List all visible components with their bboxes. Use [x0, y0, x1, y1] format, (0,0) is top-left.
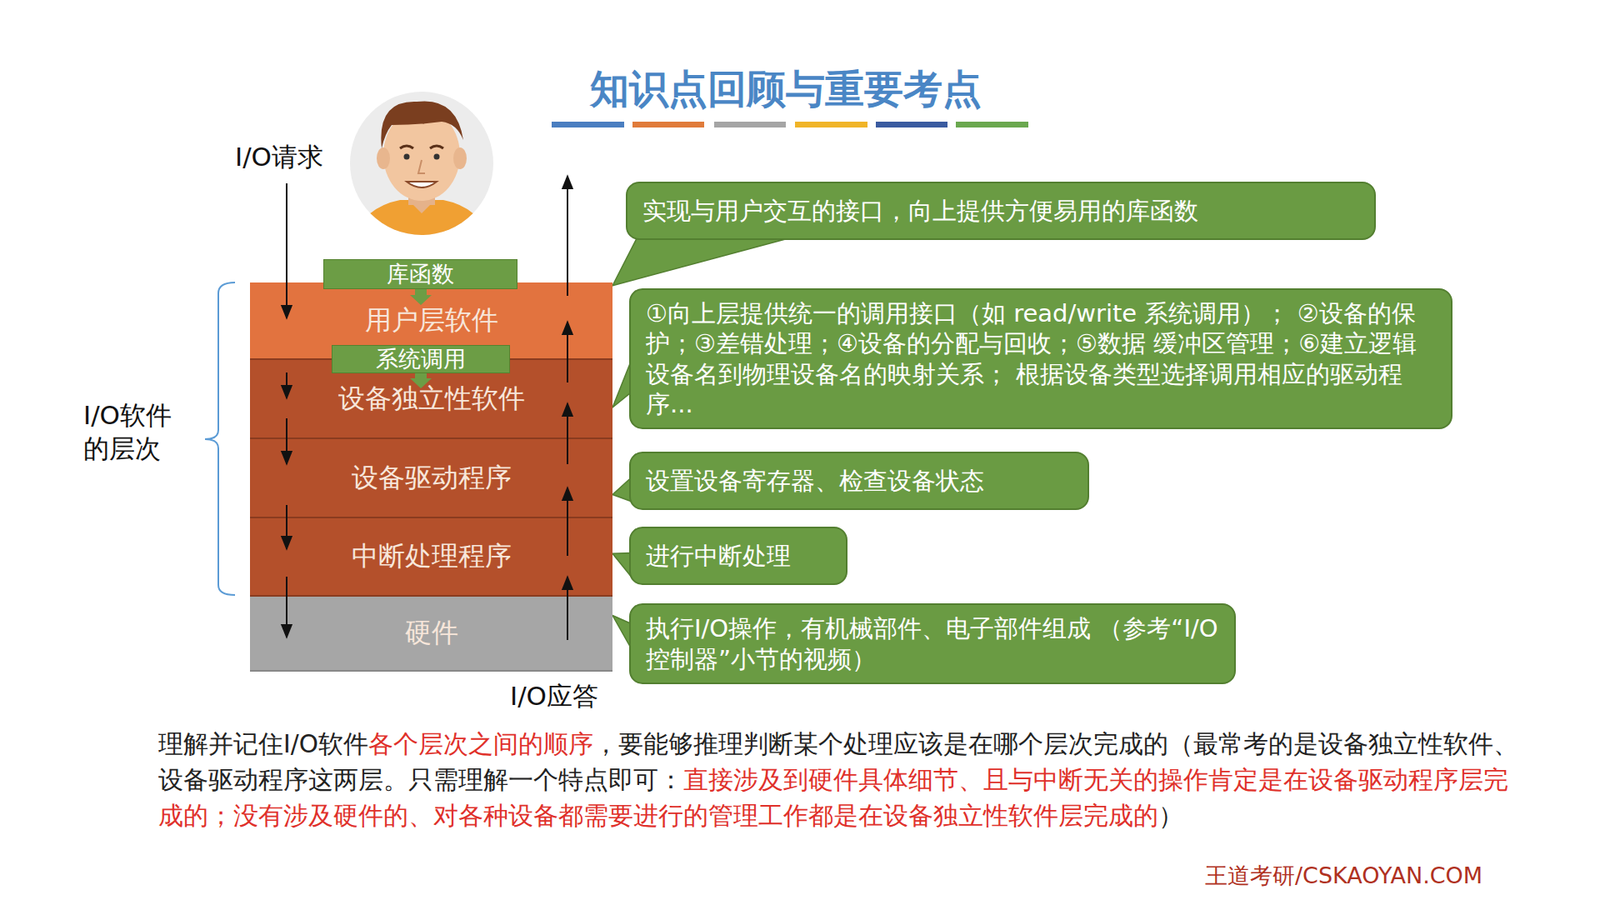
watermark: 王道考研/CSKAOYAN.COM: [1205, 860, 1483, 890]
node-text-stack: 进行中断处理: [645, 540, 791, 571]
node-text-stack: 设备独立性软件: [338, 380, 525, 418]
node-text-stack: 系统调用: [375, 344, 466, 375]
callout-box: ①向上层提供统一的调用接口（如 read/write 系统调用）； ②设备的保护…: [629, 288, 1453, 430]
node-text-stack: 实现与用户交互的接口，向上提供方便易用的库函数: [642, 195, 1199, 226]
response-label: I/O应答: [510, 679, 599, 713]
note-text: 理解并记住I/O软件: [158, 730, 369, 759]
note-paragraph: 理解并记住I/O软件各个层次之间的顺序，要能够推理判断某个处理应该是在哪个层次完…: [158, 726, 1525, 835]
node-text-stack: ①向上层提供统一的调用接口（如 read/write 系统调用）； ②设备的保护…: [645, 298, 1436, 420]
node-text-stack: 中断处理程序: [351, 538, 512, 575]
slide-title: 知识点回顾与重要考点: [0, 63, 1572, 116]
layer-name: 系统调用: [375, 344, 466, 375]
layer-name: 库函数: [386, 259, 455, 290]
callout-text: 设置设备寄存器、检查设备状态: [645, 465, 985, 496]
hardware-band: 硬件: [250, 596, 613, 672]
node-text-stack: 库函数: [386, 259, 455, 290]
layer-name: 中断处理程序: [351, 538, 512, 575]
note-highlight: 各个层次之间的顺序: [368, 730, 594, 759]
layer-name: 设备驱动程序: [351, 460, 512, 497]
node-text-stack: 用户层软件: [365, 302, 499, 340]
callout-text: 实现与用户交互的接口，向上提供方便易用的库函数: [642, 195, 1199, 226]
callout-tail: [612, 478, 631, 502]
callout-text: 执行I/O操作，有机械部件、电子部件组成 （参考“I/O控制器”小节的视频）: [645, 613, 1220, 675]
response-arrow: [566, 175, 569, 640]
tab-down-arrow: [410, 289, 432, 389]
callout-tail: [612, 553, 631, 577]
avatar-illustration: [350, 91, 494, 250]
layer-bracket: [205, 282, 235, 595]
title-color-bar: [551, 121, 1029, 128]
node-text-stack: 执行I/O操作，有机械部件、电子部件组成 （参考“I/O控制器”小节的视频）: [645, 613, 1220, 675]
callout-box: 实现与用户交互的接口，向上提供方便易用的库函数: [625, 181, 1376, 240]
group-label: I/O软件 的层次: [83, 398, 190, 466]
node-text-stack: 设备驱动程序: [351, 460, 512, 497]
layer-name: 硬件: [405, 615, 459, 652]
layer-name: 设备独立性软件: [338, 380, 525, 418]
node-text-stack: 硬件: [405, 615, 459, 652]
callout-tail: [612, 615, 631, 649]
callout-tail: [612, 361, 631, 408]
software-layer-band: 设备驱动程序: [250, 439, 613, 519]
interface-tab: 系统调用: [331, 345, 510, 374]
interface-tab: 库函数: [323, 259, 518, 290]
node-text-stack: 设置设备寄存器、检查设备状态: [645, 465, 985, 496]
callout-box: 执行I/O操作，有机械部件、电子部件组成 （参考“I/O控制器”小节的视频）: [629, 603, 1236, 685]
callout-box: 进行中断处理: [629, 526, 848, 585]
callout-text: 进行中断处理: [645, 540, 791, 571]
callout-text: ①向上层提供统一的调用接口（如 read/write 系统调用）； ②设备的保护…: [645, 298, 1436, 420]
request-label: I/O请求: [235, 140, 324, 174]
software-layer-band: 中断处理程序: [250, 518, 613, 597]
callout-box: 设置设备寄存器、检查设备状态: [629, 451, 1090, 510]
layer-name: 用户层软件: [365, 302, 499, 340]
request-arrow: [285, 183, 288, 638]
note-text: ）: [1158, 801, 1184, 830]
